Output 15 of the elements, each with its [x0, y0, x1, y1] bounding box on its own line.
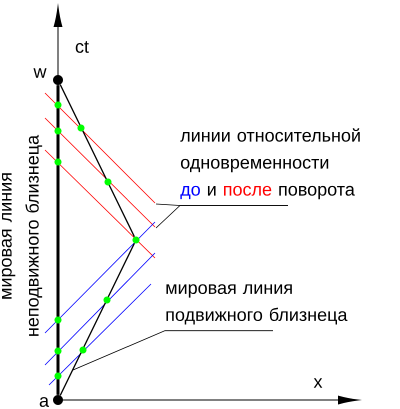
axis-label: мировая линия неподвижного близнеца [2, 134, 42, 336]
axis-label: x [314, 378, 322, 388]
annotation-text: мировая линия подвижного близнеца [166, 284, 348, 324]
annotation-text: линии относительной одновременности до и после поворота [180, 128, 360, 200]
leader-line [72, 330, 274, 370]
event-point [53, 75, 63, 85]
point-label: w [33, 68, 47, 78]
world-line [60, 84, 135, 237]
point-label: a [40, 397, 49, 407]
world-line [56, 85, 60, 395]
world-line [60, 243, 135, 396]
event-point [132, 236, 140, 244]
event-point [53, 395, 63, 405]
axis-label: ct [76, 41, 89, 53]
leader-line [156, 205, 288, 228]
